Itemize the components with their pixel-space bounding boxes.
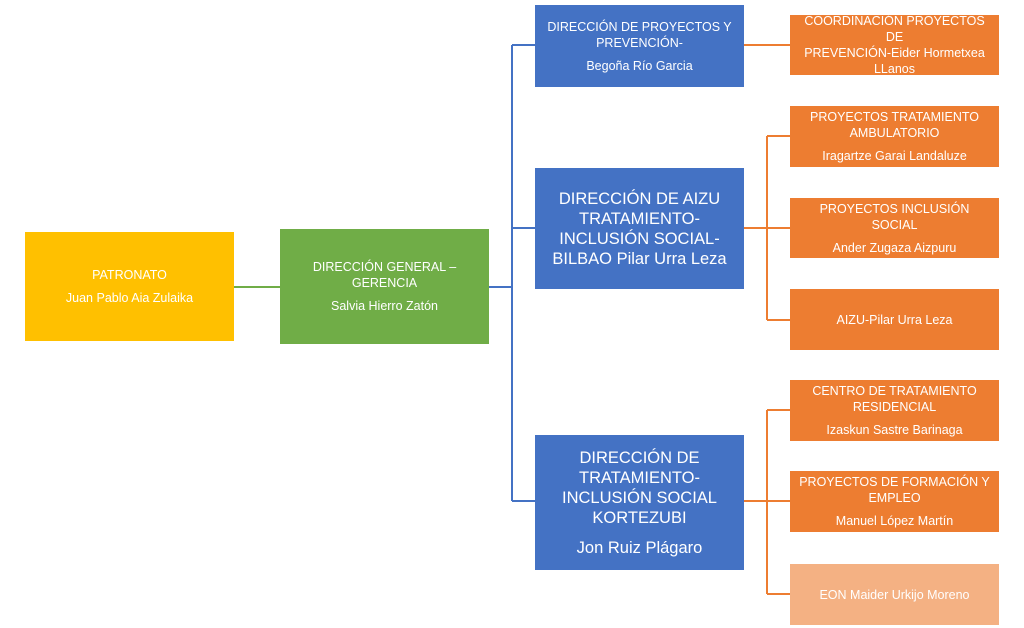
patronato-person: Juan Pablo Aia Zulaika bbox=[65, 291, 194, 305]
connector-aizu-units bbox=[744, 135, 790, 321]
direccion-proyectos-title-line: PREVENCIÓN- bbox=[596, 35, 683, 50]
direccion-proyectos-person: Begoña Río Garcia bbox=[586, 58, 693, 73]
unit-line: EON Maider Urkijo Moreno bbox=[819, 587, 970, 602]
unit-person: Manuel López Martín bbox=[835, 514, 954, 528]
direccion-kortezubi-person: Jon Ruiz Plágaro bbox=[576, 538, 703, 557]
patronato-box: PATRONATO Juan Pablo Aia Zulaika bbox=[25, 232, 234, 341]
unit-line: COORDINACIÓN PROYECTOS DE bbox=[804, 14, 985, 44]
unit-aizu: AIZU-Pilar Urra Leza bbox=[790, 289, 999, 350]
unit-inclusion-social: PROYECTOS INCLUSIÓN SOCIAL Ander Zugaza … bbox=[790, 198, 999, 258]
direccion-aizu-title-line: DIRECCIÓN DE AIZU bbox=[558, 189, 721, 208]
direccion-general-person: Salvia Hierro Zatón bbox=[331, 299, 438, 313]
unit-line: LLanos bbox=[873, 62, 915, 76]
direccion-proyectos-box: DIRECCIÓN DE PROYECTOS Y PREVENCIÓN- Beg… bbox=[535, 5, 744, 87]
unit-line: PROYECTOS DE FORMACIÓN Y bbox=[799, 475, 990, 489]
direccion-aizu-box: DIRECCIÓN DE AIZU TRATAMIENTO- INCLUSIÓN… bbox=[535, 168, 744, 289]
unit-person: Iragartze Garai Landaluze bbox=[822, 149, 967, 163]
direccion-aizu-title-line: TRATAMIENTO- bbox=[579, 209, 700, 228]
connector-general-direcciones bbox=[489, 44, 535, 502]
unit-eon: EON Maider Urkijo Moreno bbox=[790, 564, 999, 625]
connector-kortezubi-units bbox=[744, 409, 790, 595]
unit-line: PREVENCIÓN-Eider Hormetxea bbox=[804, 46, 985, 60]
unit-coordinacion-prevencion: COORDINACIÓN PROYECTOS DE PREVENCIÓN-Eid… bbox=[790, 14, 999, 76]
unit-line: RESIDENCIAL bbox=[852, 400, 937, 414]
unit-person: Izaskun Sastre Barinaga bbox=[826, 423, 963, 437]
direccion-kortezubi-title-line: INCLUSIÓN SOCIAL bbox=[562, 488, 717, 507]
unit-line: AIZU-Pilar Urra Leza bbox=[836, 312, 953, 327]
unit-formacion-empleo: PROYECTOS DE FORMACIÓN Y EMPLEO Manuel L… bbox=[790, 471, 999, 532]
unit-line: PROYECTOS TRATAMIENTO bbox=[809, 110, 979, 124]
direccion-kortezubi-box: DIRECCIÓN DE TRATAMIENTO- INCLUSIÓN SOCI… bbox=[535, 435, 744, 570]
direccion-kortezubi-title-line: DIRECCIÓN DE bbox=[579, 448, 700, 467]
unit-line: AMBULATORIO bbox=[849, 126, 940, 140]
direccion-aizu-title-line: BILBAO Pilar Urra Leza bbox=[552, 249, 727, 268]
direccion-general-title: DIRECCIÓN GENERAL –GERENCIA bbox=[312, 260, 457, 290]
unit-line: CENTRO DE TRATAMIENTO bbox=[812, 384, 977, 398]
unit-tratamiento-residencial: CENTRO DE TRATAMIENTO RESIDENCIAL Izasku… bbox=[790, 380, 999, 441]
patronato-title: PATRONATO bbox=[92, 268, 167, 282]
direccion-proyectos-title-line: DIRECCIÓN DE PROYECTOS Y bbox=[547, 19, 732, 34]
direccion-general-box: DIRECCIÓN GENERAL –GERENCIA Salvia Hierr… bbox=[280, 229, 489, 344]
unit-line: EMPLEO bbox=[868, 491, 921, 505]
unit-person: Ander Zugaza Aizpuru bbox=[832, 240, 957, 255]
unit-tratamiento-ambulatorio: PROYECTOS TRATAMIENTO AMBULATORIO Iragar… bbox=[790, 106, 999, 167]
direccion-kortezubi-title-line: TRATAMIENTO- bbox=[579, 468, 700, 487]
unit-line: PROYECTOS INCLUSIÓN SOCIAL bbox=[819, 201, 970, 232]
direccion-kortezubi-title-line: KORTEZUBI bbox=[592, 508, 687, 527]
direccion-aizu-title-line: INCLUSIÓN SOCIAL- bbox=[559, 229, 720, 248]
